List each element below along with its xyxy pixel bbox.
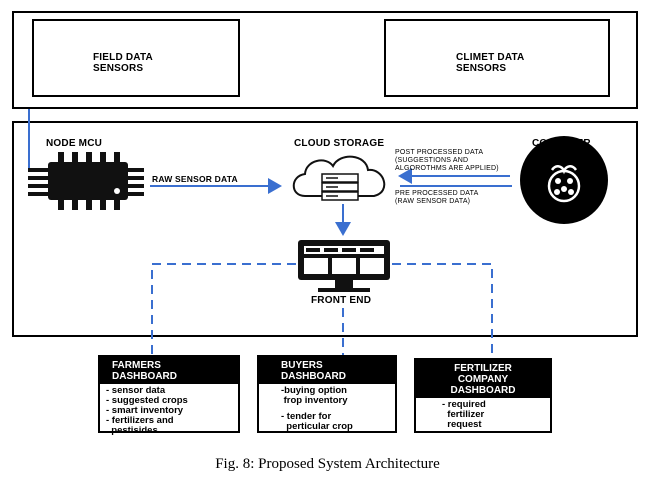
- list-item: request: [442, 419, 482, 430]
- monitor-icon: [298, 240, 390, 292]
- list-item: - smart inventory: [106, 405, 184, 416]
- fertilizer-dashboard-items: - required fertilizer request: [416, 398, 550, 432]
- list-item: pestisides: [106, 425, 158, 436]
- buyers-dashboard-items: -buying option frop inventory - tender f…: [259, 384, 395, 434]
- list-item: - suggested crops: [106, 395, 188, 406]
- list-item: fertilizer: [442, 409, 485, 420]
- field-sensors-box: [32, 19, 240, 97]
- fertilizer-dashboard-title: FERTILIZER COMPANY DASHBOARD: [416, 360, 550, 398]
- list-item: - tender for: [281, 411, 332, 422]
- cloud-icon: [292, 155, 386, 201]
- buyers-dashboard: BUYERS DASHBOARD -buying option frop inv…: [257, 355, 397, 433]
- climate-sensors-label: CLIMET DATA SENSORS: [456, 52, 525, 74]
- climate-sensors-box: [384, 19, 610, 97]
- farmers-dashboard: FARMERS DASHBOARD - sensor data - sugges…: [98, 355, 240, 436]
- list-item: - fertilizers and: [106, 415, 174, 426]
- front-end-label: FRONT END: [311, 295, 372, 306]
- list-item: - required: [442, 399, 486, 410]
- figure-caption: Fig. 8: Proposed System Architecture: [215, 456, 440, 472]
- dashed-connectors: [151, 263, 493, 358]
- farmers-dashboard-items: - sensor data - suggested crops - smart …: [100, 384, 238, 438]
- field-sensors-label: FIELD DATA SENSORS: [93, 52, 153, 74]
- computer-label: COMPUTER: [532, 138, 591, 149]
- farmers-dashboard-title: FARMERS DASHBOARD: [100, 357, 238, 384]
- list-item: -buying option: [281, 385, 347, 396]
- buyers-dashboard-title: BUYERS DASHBOARD: [259, 357, 395, 384]
- list-item: perticular crop: [281, 421, 353, 432]
- chip-icon: [28, 152, 144, 210]
- post-processed-label: POST PROCESSED DATA (SUGGESTIONS AND ALG…: [395, 149, 499, 172]
- raspberry-pi-icon: [520, 136, 608, 224]
- list-item: frop inventory: [281, 395, 348, 406]
- raw-sensor-data-label: RAW SENSOR DATA: [152, 174, 238, 184]
- cloud-storage-label: CLOUD STORAGE: [294, 138, 385, 149]
- fertilizer-dashboard: FERTILIZER COMPANY DASHBOARD - required …: [414, 358, 552, 433]
- node-mcu-label: NODE MCU: [46, 138, 103, 149]
- list-item: - sensor data: [106, 385, 166, 396]
- pre-processed-label: PRE PROCESSED DATA (RAW SENSOR DATA): [395, 190, 479, 205]
